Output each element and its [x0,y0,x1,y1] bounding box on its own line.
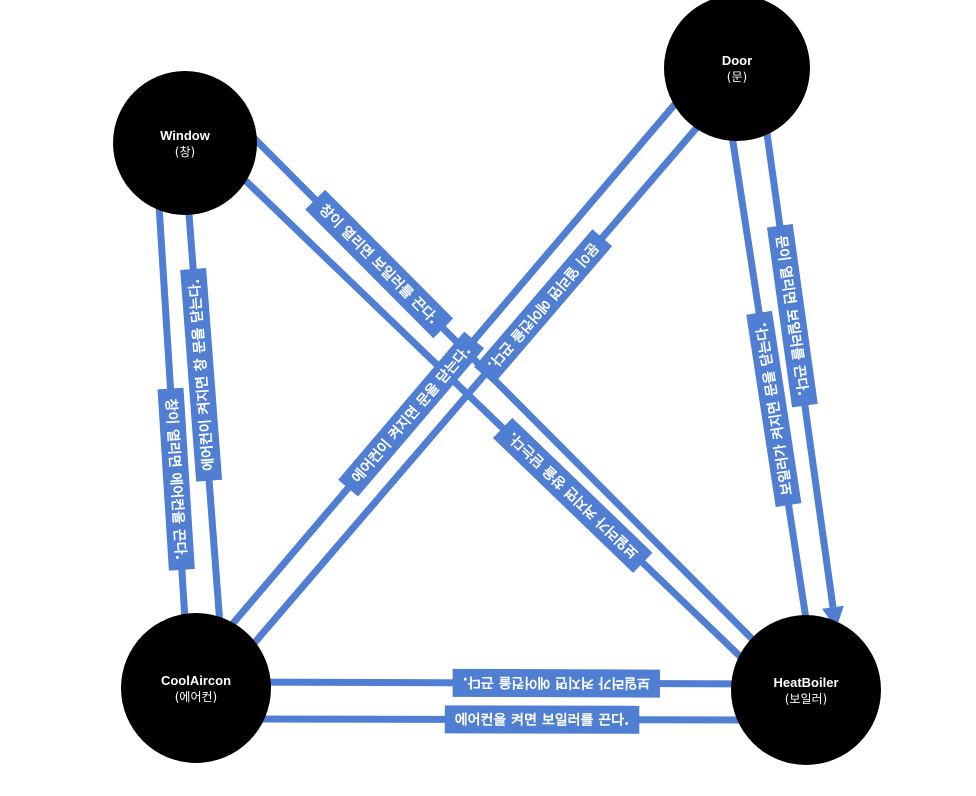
edge-door-to-aircon: 문이 열리면 에어컨을 끈다. [238,115,708,662]
node-name: Window [160,128,211,143]
edge-label: 에어컨을 켜면 보일러를 끈다. [455,711,630,728]
node-subtitle: (에어컨) [175,690,217,704]
edge-door-to-boiler: 문이 열리면 보일러를 끈다. [760,111,844,629]
edge-label-group: 문이 열리면 에어컨을 끈다. [474,229,613,384]
edge-label-box [157,387,195,571]
edge-label-group: 에어컨을 켜면 보일러를 끈다. [444,705,640,734]
node-heatboiler: HeatBoiler (보일러) [731,615,881,765]
edge-boiler-to-aircon: 보일러가 켜지면 에어컨을 끈다. [236,668,767,698]
edge-label-box [766,223,818,408]
edge-shaft [249,115,708,648]
node-subtitle: (창) [175,145,195,159]
node-circle [731,615,881,765]
node-subtitle: (보일러) [785,692,827,706]
arrow-head-icon [822,605,844,629]
edge-window-to-aircon: 창이 열리면 에어컨을 끈다. [153,172,197,652]
edge-label-group: 보일러가 켜지면 창을 닫는다. [492,417,653,573]
edge-label-box [180,268,223,482]
node-circle [664,0,810,141]
edge-label-box [452,668,661,698]
edge-label-box [474,229,613,384]
edge-window-to-boiler: 창이 열리면 보일러를 끈다. [237,121,777,664]
node-subtitle: (문) [727,70,747,84]
edge-label-group: 에어컨이 켜지면 문을 닫는다. [338,331,485,497]
edge-shaft [235,170,751,667]
nodes-layer: Window (창) Door (문) CoolAircon (에어컨) HeatBoile… [113,0,881,765]
edge-label-box [444,705,640,734]
edges-layer: 창이 열리면 에어컨을 끈다.에어컨이 켜지면 창 문을 닫는다.창이 열리면 … [153,77,844,734]
edge-label-box [338,331,485,497]
node-circle [113,71,257,215]
edge-aircon-to-boiler: 에어컨을 켜면 보일러를 끈다. [231,705,792,734]
edge-label-group: 창이 열리면 에어컨을 끈다. [157,387,195,571]
edge-label-box [492,417,653,573]
node-door: Door (문) [664,0,810,141]
node-name: Door [722,53,752,68]
edge-label-box [305,189,454,339]
edge-label: 보일러가 켜지면 에어컨을 끈다. [463,674,650,692]
edge-label-group: 보일러가 켜지면 에어컨을 끈다. [452,668,661,698]
node-name: CoolAircon [161,673,231,688]
node-circle [121,613,271,763]
node-window: Window (창) [113,71,257,215]
node-coolaircon: CoolAircon (에어컨) [121,613,271,763]
edge-label: 보일러가 켜지면 창을 닫는다. [504,428,642,561]
edge-label-box [746,310,802,508]
node-name: HeatBoiler [773,675,838,690]
